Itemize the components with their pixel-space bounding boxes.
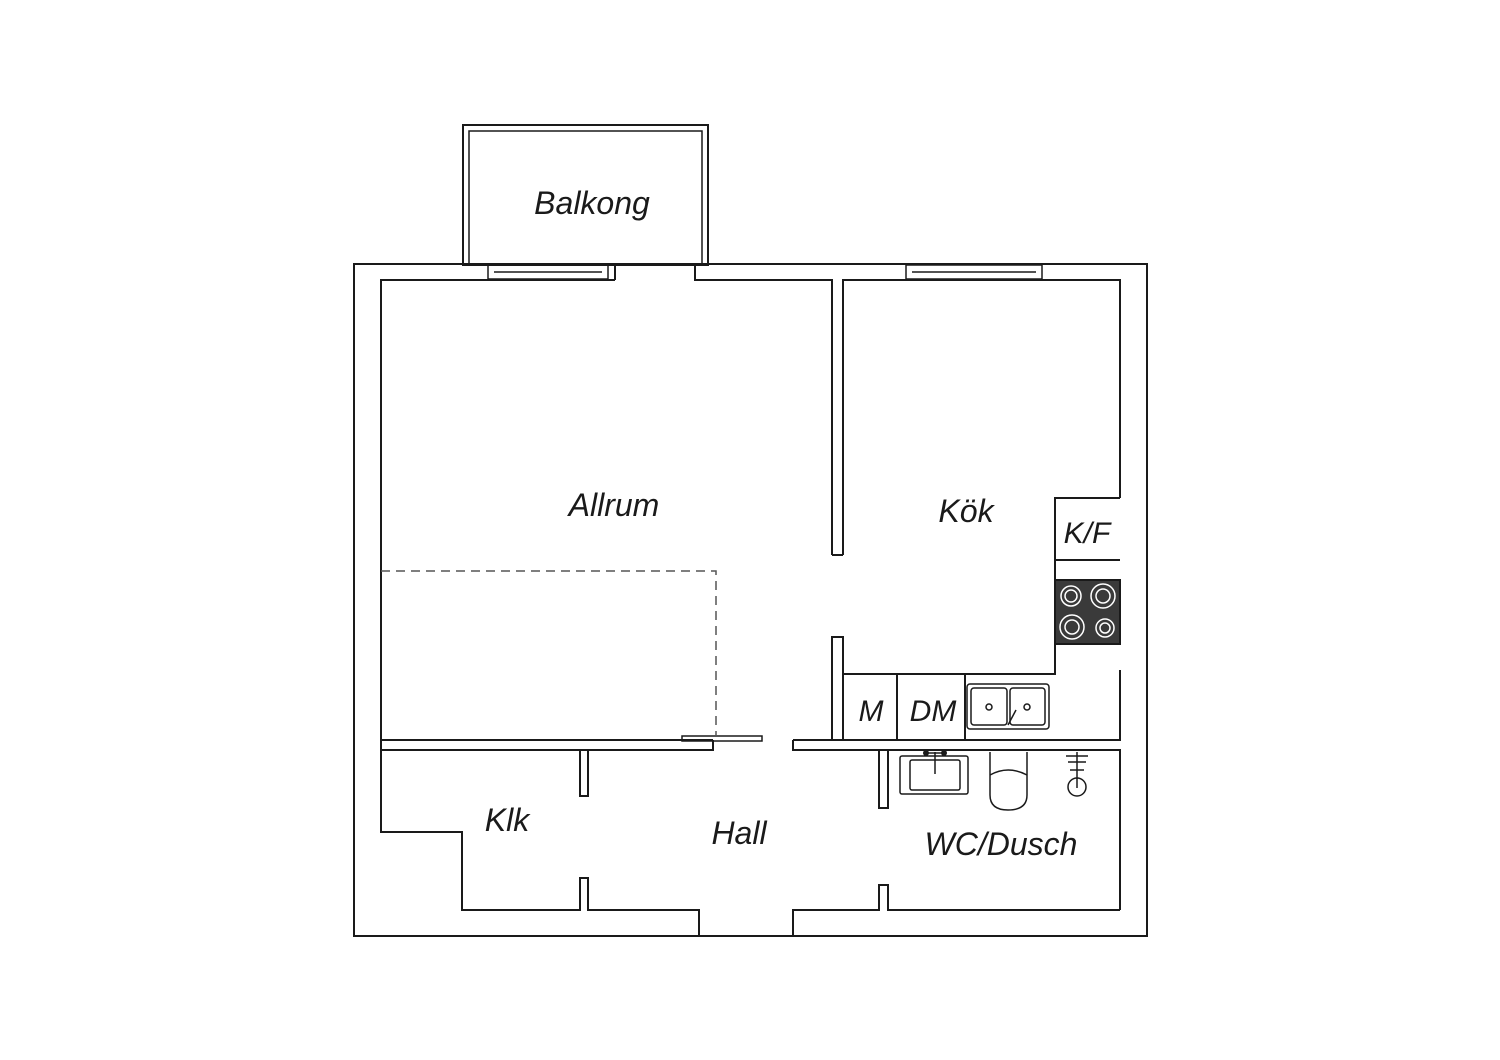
label-dishwasher: DM — [910, 695, 957, 728]
allrum-dashed-area — [381, 570, 717, 736]
kitchen-sink — [966, 683, 1050, 730]
label-balkong: Balkong — [534, 185, 650, 221]
window-kok — [905, 264, 1043, 280]
bathroom-sink — [899, 750, 969, 795]
shower — [1066, 752, 1088, 797]
label-hall: Hall — [711, 815, 767, 851]
toilet — [989, 752, 1028, 811]
label-wc-dusch: WC/Dusch — [925, 826, 1078, 862]
label-kok: Kök — [938, 493, 995, 529]
label-klk: Klk — [485, 802, 531, 838]
label-fridge-freezer: K/F — [1064, 517, 1112, 550]
interior-walls — [380, 554, 1121, 936]
stove — [1054, 579, 1121, 645]
label-allrum: Allrum — [567, 487, 660, 523]
label-microwave: M — [859, 695, 884, 728]
window-allrum — [487, 264, 609, 280]
outer-walls — [353, 263, 1148, 937]
